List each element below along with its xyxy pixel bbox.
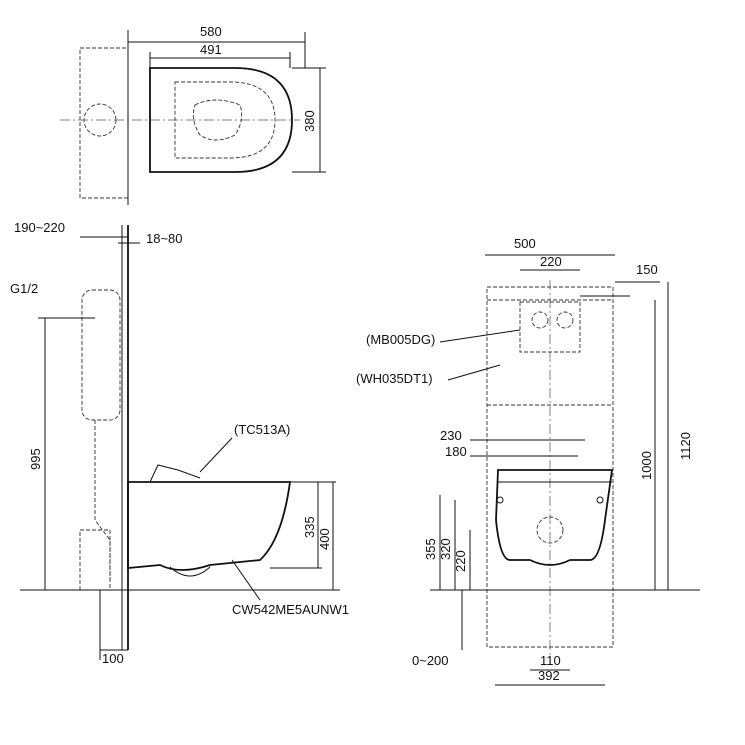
dim-400: 400 [317,528,332,550]
dim-230: 230 [440,428,462,443]
dim-995: 995 [28,448,43,470]
dim-355: 355 [423,538,438,560]
dim-392: 392 [538,668,560,683]
dim-150: 150 [636,262,658,277]
plate-model-label: (MB005DG) [366,332,435,347]
dim-1120: 1120 [678,432,693,460]
dim-335: 335 [302,516,317,538]
dim-110: 110 [540,653,561,668]
dim-491: 491 [200,42,222,57]
dim-0-200: 0~200 [412,653,449,668]
toilet-model-label: CW542ME5AUNW1 [232,602,349,617]
seat-model-label: (TC513A) [234,422,290,437]
dim-190-220: 190~220 [14,220,65,235]
inlet-label: G1/2 [10,281,38,296]
dim-1000: 1000 [639,451,654,480]
top-view: 580 491 380 [60,24,326,205]
frame-model-label: (WH035DT1) [356,371,433,386]
dim-18-80: 18~80 [146,231,183,246]
dim-220-plate: 220 [540,254,562,269]
front-view: 500 220 150 (MB005DG) (WH035DT1) 1000 11… [356,236,700,686]
side-view: 190~220 18~80 G1/2 995 (TC513A) 335 400 … [10,220,349,666]
dim-580: 580 [200,24,222,39]
dim-380: 380 [302,110,317,132]
dim-500: 500 [514,236,536,251]
dim-100: 100 [102,651,124,666]
dim-220-outlet: 220 [453,550,468,572]
dim-180: 180 [445,444,467,459]
dim-320: 320 [438,538,453,560]
